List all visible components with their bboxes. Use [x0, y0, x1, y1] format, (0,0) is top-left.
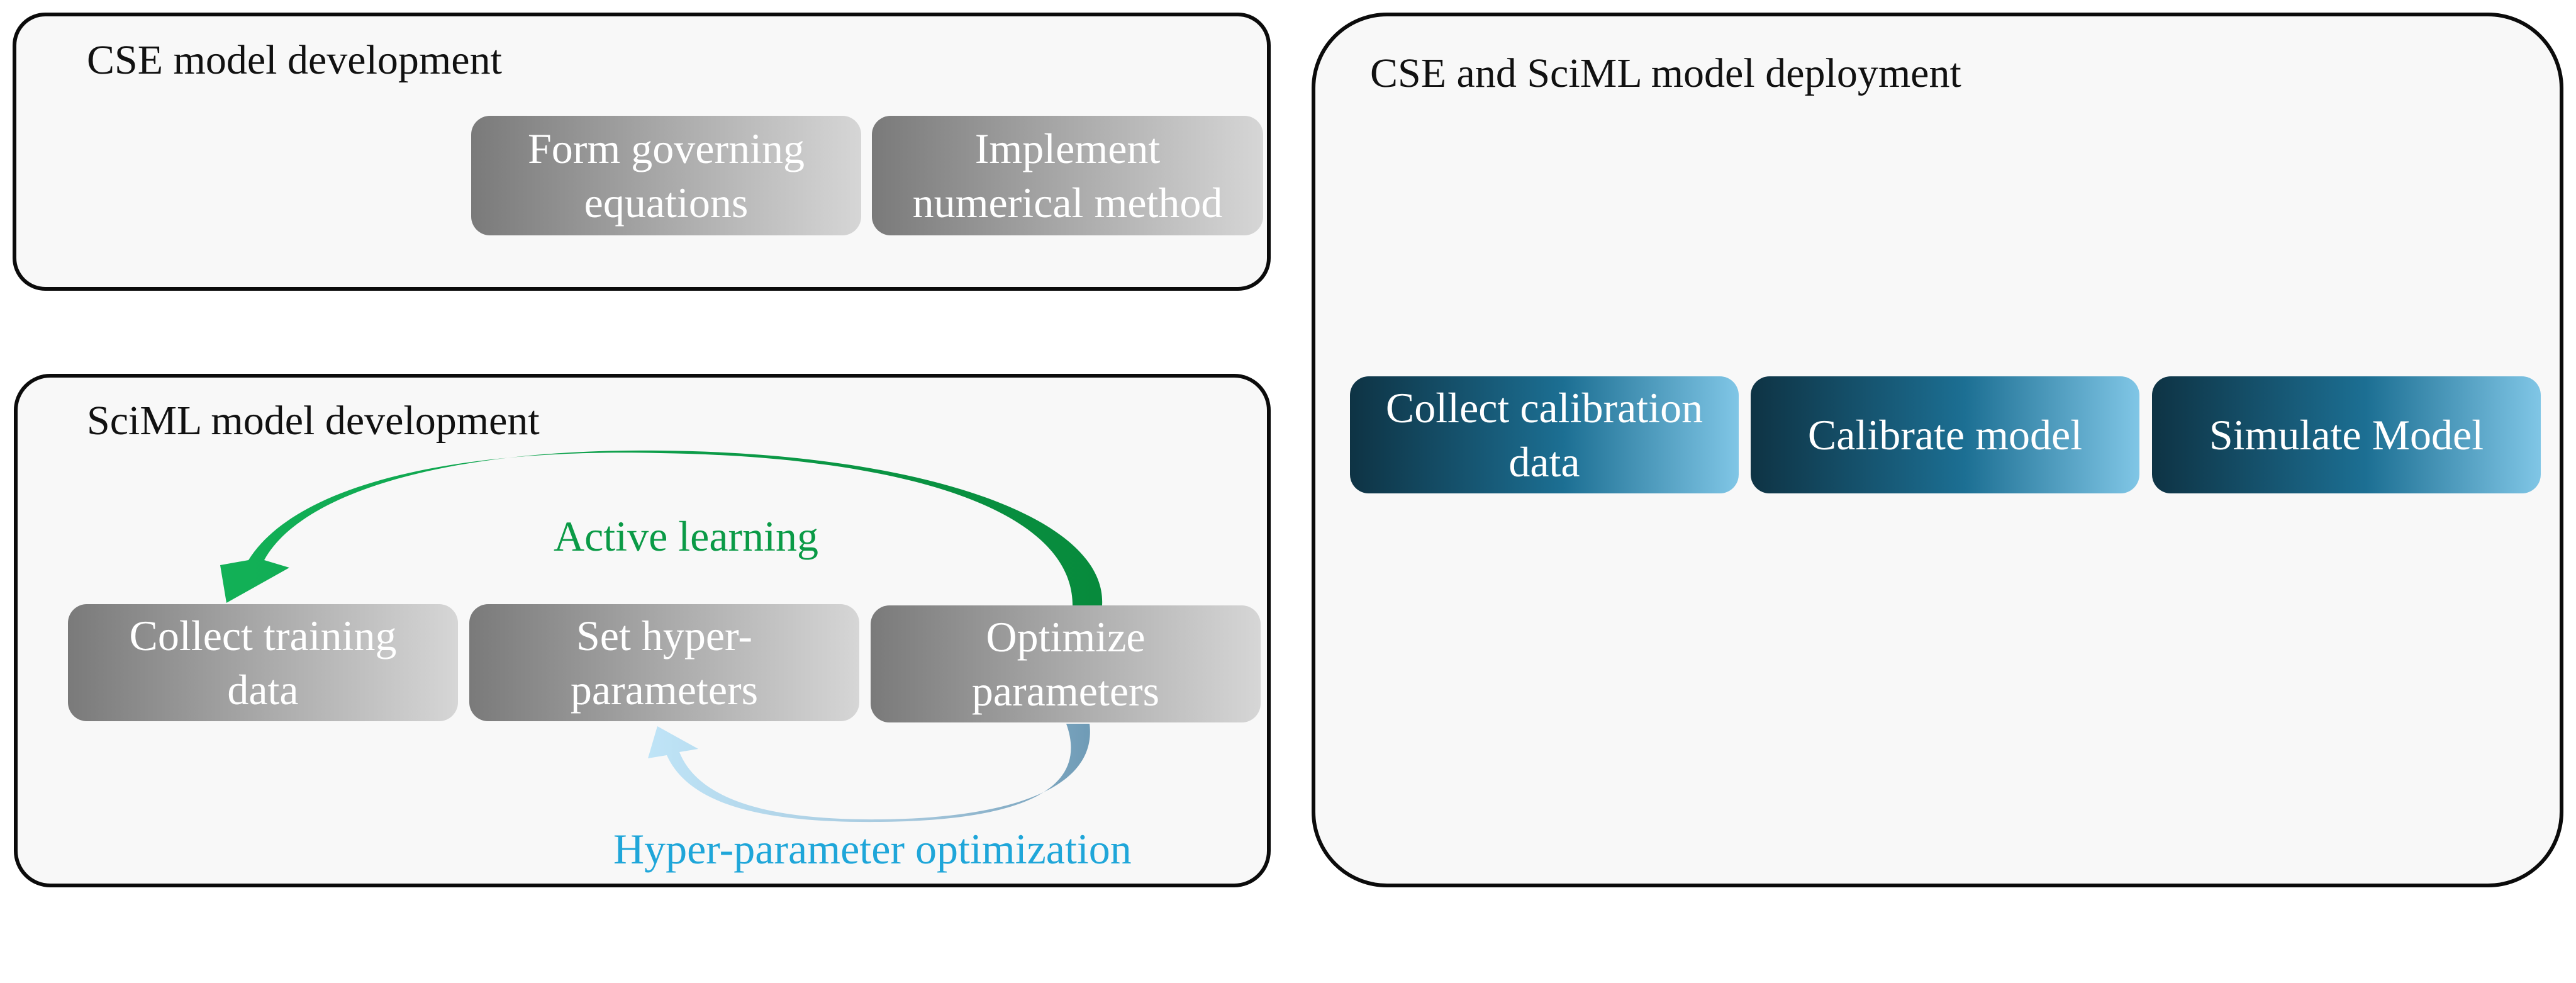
sciml-panel-title: SciML model development	[87, 398, 540, 444]
implement-numerical-method-box: Implement numerical method	[872, 116, 1263, 235]
box-label-line: Collect calibration	[1385, 384, 1703, 432]
form-governing-equations-box: Form governing equations	[471, 116, 861, 235]
box-label-line: parameters	[971, 667, 1160, 715]
box-label-line: equations	[584, 179, 749, 227]
hyperparameter-optimization-label: Hyper-parameter optimization	[613, 825, 1132, 873]
box-label-line: Simulate Model	[2209, 411, 2484, 459]
set-hyperparameters-box: Set hyper- parameters	[469, 604, 859, 721]
box-label-line: Calibrate model	[1807, 411, 2083, 459]
box-label-line: Collect training	[129, 612, 397, 660]
box-label-line: parameters	[570, 666, 759, 714]
box-label-line: Implement	[974, 125, 1161, 172]
cse-model-development-panel: CSE model development Form governing equ…	[13, 13, 1271, 291]
cse-panel-title: CSE model development	[87, 37, 502, 83]
calibrate-model-box: Calibrate model	[1751, 376, 2139, 493]
deployment-panel-title: CSE and SciML model deployment	[1370, 50, 1961, 96]
hyperparameter-optimization-arrow	[648, 724, 1090, 823]
box-label-line: data	[227, 666, 299, 714]
optimize-parameters-box: Optimize parameters	[871, 605, 1261, 722]
active-learning-label: Active learning	[554, 512, 819, 560]
simulate-model-box: Simulate Model	[2152, 376, 2541, 493]
box-label-line: numerical method	[912, 179, 1223, 227]
box-label-line: Set hyper-	[576, 612, 752, 660]
box-label-line: Form governing	[527, 125, 805, 172]
collect-calibration-data-box: Collect calibration data	[1350, 376, 1739, 493]
box-label-line: data	[1508, 438, 1580, 486]
collect-training-data-box: Collect training data	[68, 604, 458, 721]
box-label-line: Optimize	[986, 613, 1146, 661]
